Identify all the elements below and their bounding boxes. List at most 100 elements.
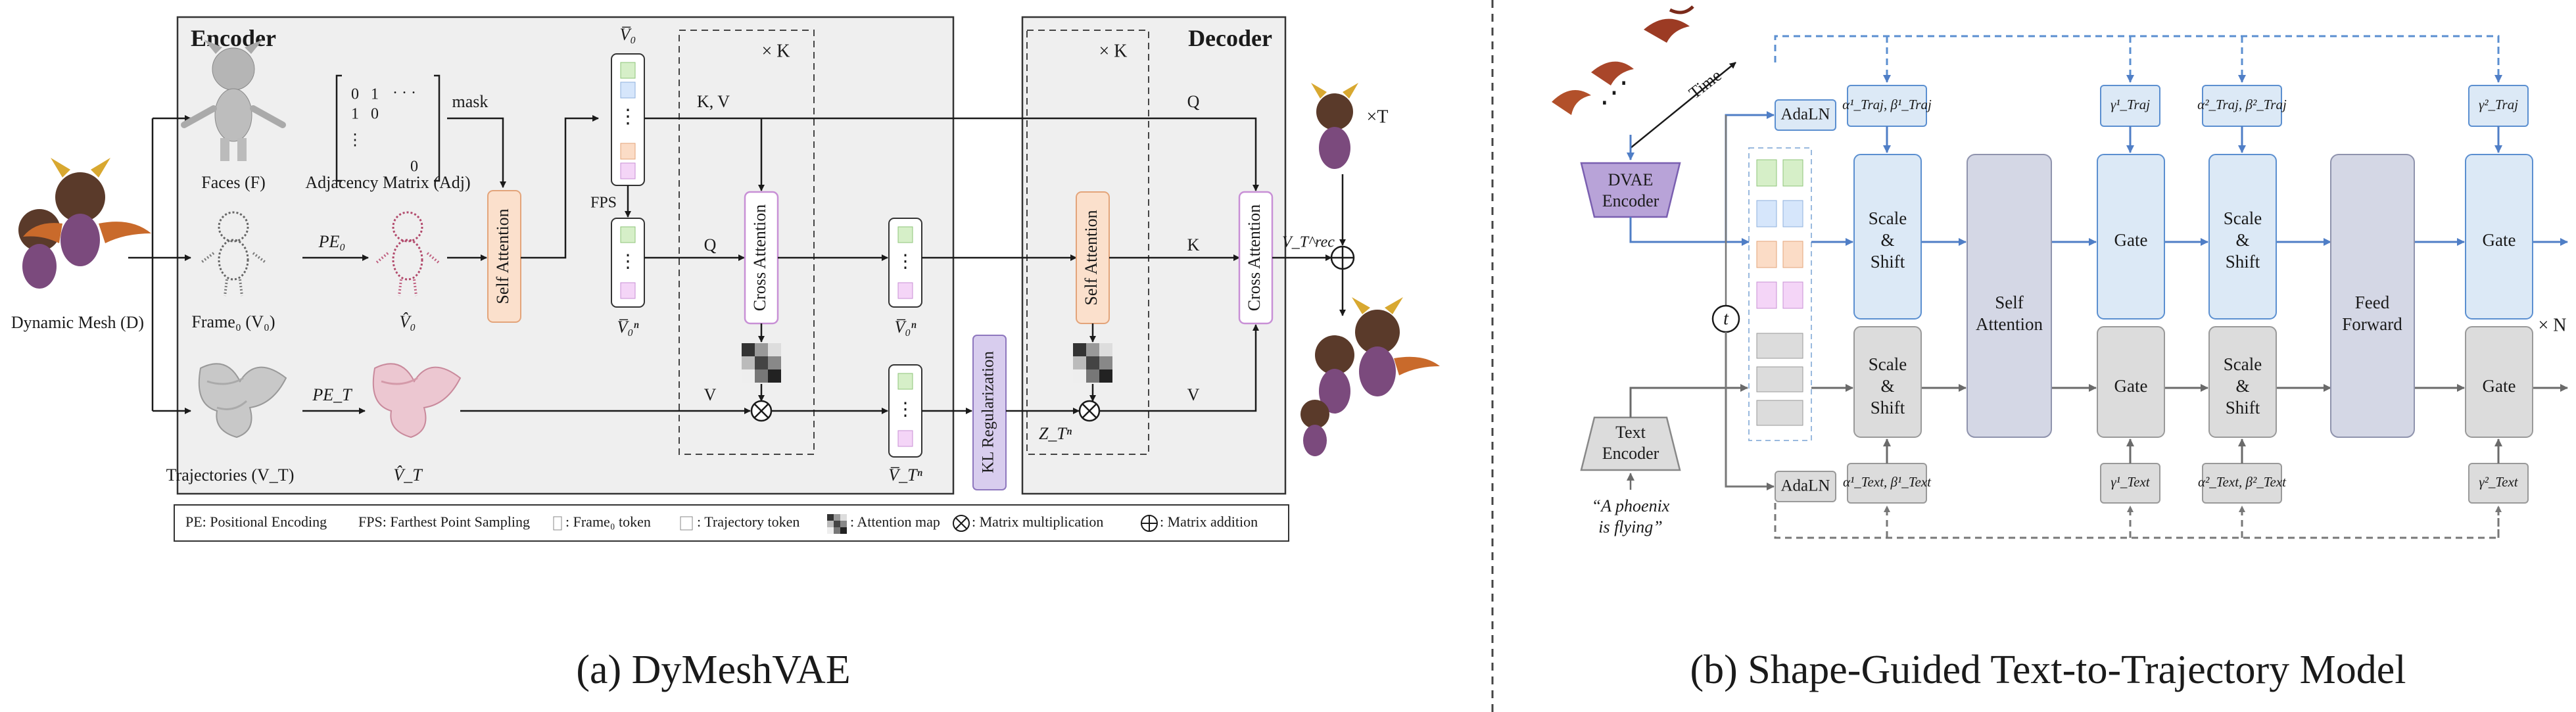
traj-token <box>897 373 913 390</box>
legend-fps: FPS: Farthest Point Sampling <box>358 513 530 530</box>
time-label: Time <box>1685 66 1725 103</box>
pet-label: PE_T <box>312 385 352 404</box>
vtn-bar-label: V̅_Tⁿ <box>888 465 922 485</box>
frame-token <box>897 282 913 299</box>
frame-token <box>620 82 636 99</box>
self-attention-out-arrow <box>521 115 599 259</box>
encoder-attention-map <box>742 343 781 383</box>
frame0-label: Frame₀ (V₀) <box>191 312 275 331</box>
decoder-cross-attention-label: Cross Attention <box>1245 204 1264 312</box>
decoder-attention-map <box>1073 343 1112 383</box>
trajectories-label: Trajectories (V_T) <box>166 465 295 485</box>
frame-token <box>897 226 913 243</box>
legend-attention-map-icon <box>827 514 847 534</box>
kl-regularization-label: KL Regularization <box>980 351 997 473</box>
decoder-self-attention-label: Self Attention <box>1082 210 1101 305</box>
token <box>1782 159 1803 187</box>
encoder-self-attention-block <box>487 190 521 323</box>
v0-hat-label: V̂₀ <box>400 312 416 331</box>
legend-mat-mult: : Matrix multiplication <box>972 513 1103 530</box>
matrix-add-icon <box>1330 245 1355 270</box>
times-n-label: × N <box>2538 315 2566 335</box>
caption-left: (a) DyMeshVAE <box>576 648 850 692</box>
faces-label: Faces (F) <box>201 173 265 192</box>
scale-shift-text-1 <box>1853 326 1922 438</box>
times-k-right: × K <box>1099 41 1127 61</box>
v0-hat-pointcloud-image <box>375 211 441 297</box>
kl-regularization-block <box>972 335 1007 490</box>
param-text-1-label: α¹_Text, β¹_Text <box>1843 474 1932 490</box>
text-encoder-line1: Text <box>1615 423 1646 442</box>
time-axis-arrow <box>1630 62 1736 149</box>
trajectories-image <box>198 363 287 439</box>
param-traj-2-label: γ¹_Traj <box>2111 97 2150 112</box>
text-encoder-line2: Encoder <box>1602 444 1659 463</box>
matrix-entry: · · · <box>393 85 416 102</box>
v0n-bar-token-column <box>611 218 645 308</box>
gate-label: Gate <box>2483 230 2516 250</box>
mask-label: mask <box>452 92 489 111</box>
adjacency-label: Adjacency Matrix (Adj) <box>305 173 470 192</box>
decoder-matrix-mult-icon <box>1078 400 1101 422</box>
scale-shift-label: Scale <box>2224 208 2262 228</box>
frame0-pointcloud-image <box>199 211 268 297</box>
scale-shift-label: Scale <box>1869 208 1907 228</box>
frame-token <box>620 143 636 160</box>
matrix-entry: 1 <box>351 106 359 123</box>
legend-frame-token-icon <box>553 516 562 531</box>
times-k-left: × K <box>761 41 790 61</box>
gate-label: Gate <box>2114 230 2148 250</box>
self-attention-label: Attention <box>1976 314 2043 334</box>
scale-shift-traj-1 <box>1853 154 1922 320</box>
gate-traj-2 <box>2465 154 2533 320</box>
gate-text-1 <box>2097 326 2165 438</box>
text-token <box>1756 333 1803 359</box>
traj-token-group <box>1748 147 1812 441</box>
decoder-title: Decoder <box>1188 25 1272 51</box>
frame-token <box>620 162 636 179</box>
time-ellipsis: ⋰ <box>1600 76 1629 108</box>
v0-bar-label: V̅₀ <box>620 25 636 44</box>
token <box>1756 159 1777 187</box>
ztn-label: Z_Tⁿ <box>1039 424 1072 443</box>
text-bus-line <box>1774 503 2500 539</box>
kv-label: K, V <box>697 92 730 111</box>
scale-shift-label: & <box>1880 230 1894 250</box>
caption-right: (b) Shape-Guided Text-to-Trajectory Mode… <box>1690 648 2406 692</box>
gate-traj-1 <box>2097 154 2165 320</box>
adaln-bottom-feed <box>1725 332 1775 490</box>
token <box>1782 200 1803 227</box>
token <box>1782 281 1803 309</box>
matrix-entry: 0 <box>371 106 379 123</box>
mask-arrow <box>447 117 506 188</box>
legend-traj-token-icon <box>680 516 693 531</box>
adjacency-matrix: 0 1 · · · 1 0 ⋮ 0 <box>335 74 441 182</box>
scale-shift-label: Shift <box>1871 398 1905 417</box>
v0n-bar-out-token-column <box>888 218 922 308</box>
encoder-repeat-box <box>679 30 815 455</box>
scale-shift-label: Scale <box>2224 354 2262 374</box>
matrix-entry: 0 <box>410 158 418 176</box>
fps-label: FPS <box>590 195 617 212</box>
scale-shift-text-2 <box>2208 326 2277 438</box>
ellipsis: ⋮ <box>896 399 915 419</box>
matrix-entry: ⋮ <box>347 132 363 149</box>
phoenix-time-image: ⋰ <box>1552 5 1694 115</box>
v0n-bar-label: V̅₀ⁿ <box>617 318 639 337</box>
matrix-entry: 0 <box>351 86 359 103</box>
param-text-3-label: α²_Text, β²_Text <box>2198 474 2287 490</box>
feed-forward-block <box>2330 154 2415 438</box>
param-text-2-label: γ¹_Text <box>2111 474 2150 490</box>
traj-token <box>897 430 913 447</box>
ellipsis: ⋮ <box>619 251 637 272</box>
self-attention-label: Self <box>1995 293 2024 312</box>
ellipsis: ⋮ <box>896 251 915 272</box>
adaln-top-block <box>1775 99 1836 131</box>
traj-bus-line <box>1774 35 2500 82</box>
text-token <box>1756 366 1803 392</box>
faces-mesh-image <box>181 39 286 161</box>
scale-shift-traj-2 <box>2208 154 2277 320</box>
text-encoder-block <box>1580 416 1681 471</box>
param-traj-3-label: α²_Traj, β²_Traj <box>2197 97 2287 112</box>
gate-label: Gate <box>2483 376 2516 396</box>
